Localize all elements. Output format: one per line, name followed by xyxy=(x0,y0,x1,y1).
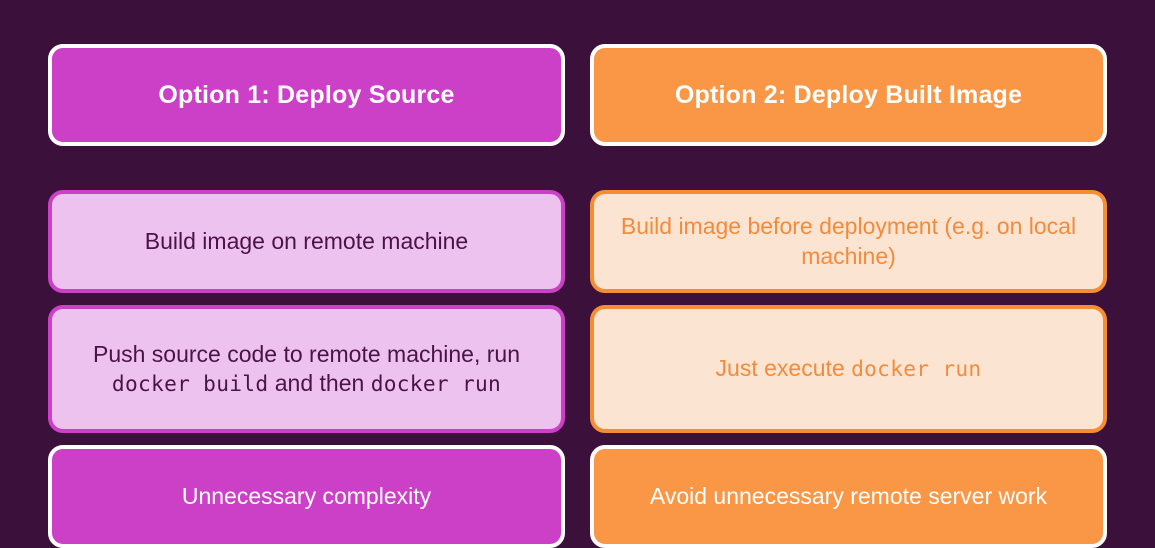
spacer xyxy=(590,293,1107,305)
option-2-header-card: Option 2: Deploy Built Image xyxy=(590,44,1107,146)
spacer xyxy=(48,146,565,190)
spacer xyxy=(590,433,1107,445)
option-2-column: Option 2: Deploy Built Image Build image… xyxy=(590,44,1107,548)
option-1-step-2-card: Push source code to remote machine, run … xyxy=(48,305,565,433)
inline-code: docker run xyxy=(851,356,982,382)
option-1-step-2-text: Push source code to remote machine, run … xyxy=(92,340,520,396)
spacer xyxy=(590,146,1107,190)
option-2-verdict-card: Avoid unnecessary remote server work xyxy=(590,445,1107,548)
option-1-verdict-text: Unnecessary complexity xyxy=(181,482,432,509)
option-2-step-2-text: Just execute docker run xyxy=(715,355,982,382)
spacer xyxy=(48,433,565,445)
option-1-step-1-card: Build image on remote machine xyxy=(48,190,565,293)
spacer xyxy=(48,293,565,305)
option-2-step-1-card: Build image before deployment (e.g. on l… xyxy=(590,190,1107,293)
option-1-header-card: Option 1: Deploy Source xyxy=(48,44,565,146)
option-2-verdict-text: Avoid unnecessary remote server work xyxy=(649,482,1048,509)
inline-code: docker build xyxy=(111,371,269,396)
option-1-header-label: Option 1: Deploy Source xyxy=(158,81,455,109)
option-2-header-label: Option 2: Deploy Built Image xyxy=(674,81,1023,109)
inline-code: docker run xyxy=(370,371,502,396)
option-2-step-1-text: Build image before deployment (e.g. on l… xyxy=(620,213,1077,269)
option-1-column: Option 1: Deploy Source Build image on r… xyxy=(48,44,565,548)
option-2-step-2-card: Just execute docker run xyxy=(590,305,1107,433)
option-1-verdict-card: Unnecessary complexity xyxy=(48,445,565,548)
option-1-step-1-text: Build image on remote machine xyxy=(144,227,469,254)
